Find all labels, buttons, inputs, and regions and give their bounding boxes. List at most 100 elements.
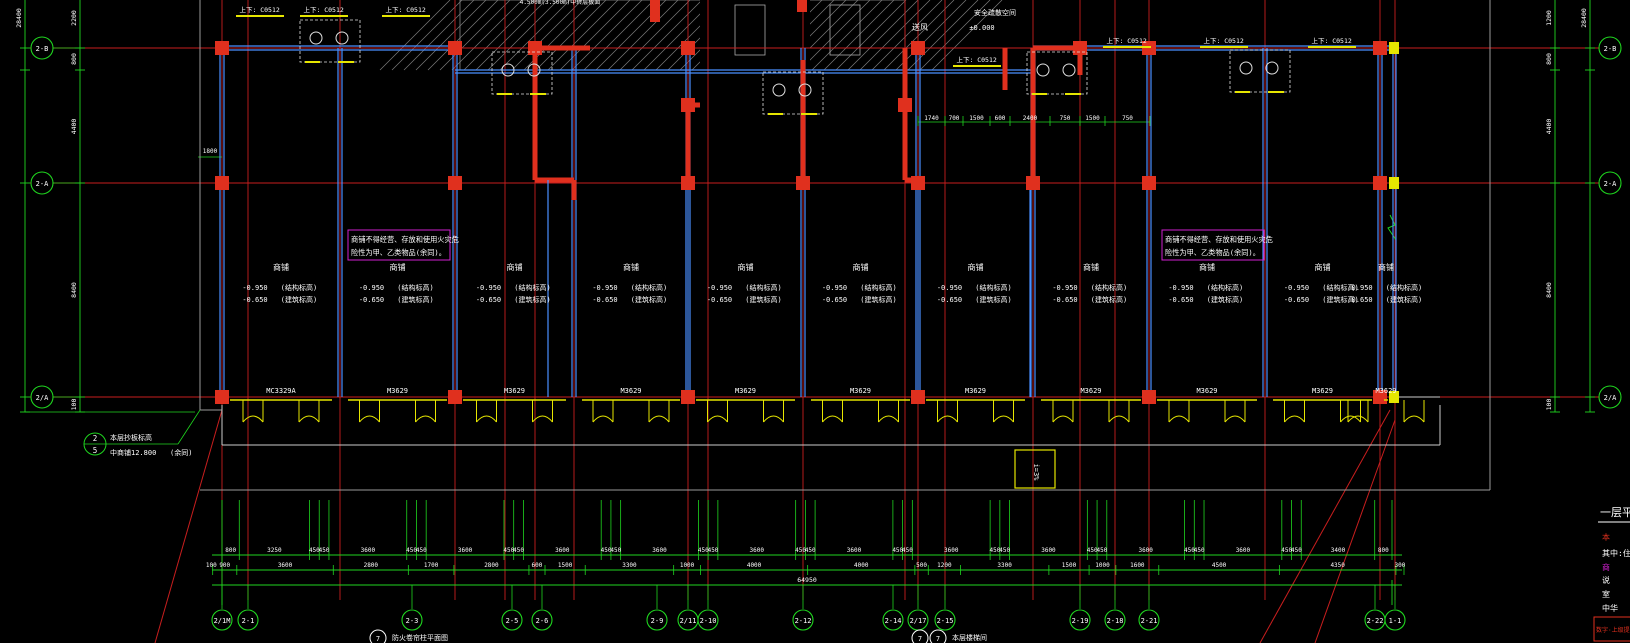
axis-circle <box>531 609 553 631</box>
toilet-block <box>491 51 553 95</box>
axis-label: 2/11 <box>680 617 697 625</box>
top-dim: 750 <box>1122 115 1133 122</box>
diagonal-line <box>154 409 223 643</box>
column <box>215 390 229 404</box>
axis-circle <box>501 609 523 631</box>
hatch-stroke <box>871 0 943 71</box>
updown-id: C0512 <box>406 6 426 14</box>
shop-label: 商铺 <box>623 262 639 272</box>
axis-label: 1-1 <box>1389 617 1402 625</box>
elev-structure-note: (结构标高) <box>281 283 317 292</box>
bottom-dim-2: 1500 <box>1062 562 1077 569</box>
top-dim: 2400 <box>1023 115 1038 122</box>
toilet-icon <box>527 63 541 77</box>
bottom-dim-2: 100 <box>206 562 217 569</box>
axis-label: 2-19 <box>1072 617 1089 625</box>
elev-arch: -0.650 <box>1347 296 1372 304</box>
bottom-dim-2: 1200 <box>937 562 952 569</box>
hatch-stroke <box>511 0 583 71</box>
elev-arch-note: (建筑标高) <box>1322 295 1358 304</box>
elev-arch-note: (建筑标高) <box>745 295 781 304</box>
bottom-dim-2: 1600 <box>1130 562 1145 569</box>
axis-circle <box>30 171 54 195</box>
vertical-dim: 4400 <box>70 119 78 135</box>
bottom-dim-1: 450 <box>601 547 612 554</box>
column <box>1026 176 1040 190</box>
hatch-stroke <box>439 0 511 71</box>
door-swing <box>1284 400 1305 423</box>
axis-circle <box>1598 385 1622 409</box>
door-swing <box>822 400 843 423</box>
hatch-stroke <box>475 0 547 71</box>
elev-arch-note: (建筑标高) <box>397 295 433 304</box>
column <box>1373 41 1387 55</box>
hatch-stroke <box>571 0 643 71</box>
panel-line: 其中:住 <box>1602 548 1630 558</box>
elev-arch: -0.650 <box>359 296 384 304</box>
axis-circle <box>1069 609 1091 631</box>
bottom-dim-2: 3600 <box>278 562 293 569</box>
bottom-dim-1: 3600 <box>847 547 862 554</box>
hatch-stroke <box>847 0 919 71</box>
updown-label: 上下: <box>1312 36 1329 45</box>
bottom-dim-1: 3600 <box>458 547 473 554</box>
panel-line: 本 <box>1602 532 1610 542</box>
bottom-dim-1: 800 <box>1378 547 1389 554</box>
panel-note: 数字·上级提醒 <box>1596 626 1630 634</box>
door-tag: M3629 <box>735 387 756 395</box>
elevation-label: ±0.000 <box>969 24 994 32</box>
bottom-dim-2: 1700 <box>424 562 439 569</box>
axis-bubble: 2-19 <box>1069 609 1091 631</box>
bottom-dim-1: 3600 <box>652 547 667 554</box>
axis-bubble: 2-5 <box>501 609 523 631</box>
axis-label: 2-B <box>1604 45 1617 53</box>
bottom-dim-1: 450 <box>892 547 903 554</box>
elev-structure-note: (结构标高) <box>1386 283 1422 292</box>
updown-label: 上下: <box>1107 36 1124 45</box>
hatch-stroke <box>379 0 451 71</box>
door-swing <box>1224 400 1246 423</box>
fire-note-line: 商铺不得经营、存放和使用火灾危 <box>1165 235 1273 244</box>
vertical-dim: 8400 <box>1545 282 1553 298</box>
toilet-icon <box>1265 61 1279 75</box>
axis-bubble: 2-1 <box>237 609 259 631</box>
door-tag: M3629 <box>620 387 641 395</box>
ramp <box>1014 449 1056 489</box>
vertical-dim: 2200 <box>70 10 78 26</box>
axis-circle <box>1598 36 1622 60</box>
axis-bubble: 2/17 <box>907 609 929 631</box>
column <box>911 176 925 190</box>
column <box>1373 390 1387 404</box>
axis-label: 2-1 <box>242 617 255 625</box>
elev-arch-note: (建筑标高) <box>1386 295 1422 304</box>
bottom-dim-1: 450 <box>1097 547 1108 554</box>
columns <box>215 0 1399 404</box>
toilet-icon <box>309 31 323 45</box>
fire-note-line: 商铺不得经营、存放和使用火灾危 <box>351 235 459 244</box>
elev-arch: -0.650 <box>1284 296 1309 304</box>
elev-structure: -0.950 <box>592 284 617 292</box>
axis-bubble: 2-A <box>30 171 54 195</box>
bottom-dim-2: 4000 <box>854 562 869 569</box>
door-swing <box>1347 400 1369 423</box>
elev-structure-note: (结构标高) <box>631 283 667 292</box>
axis-circle <box>1598 171 1622 195</box>
elev-structure: -0.950 <box>707 284 732 292</box>
vertical-dim: 800 <box>70 53 78 65</box>
fire-notes: 商铺不得经营、存放和使用火灾危险性为甲、乙类物品(余同)。商铺不得经营、存放和使… <box>347 229 1273 261</box>
axis-circle <box>211 609 233 631</box>
fire-note-box <box>1161 229 1265 261</box>
axis-circle <box>882 609 904 631</box>
hatch-stroke <box>811 0 883 71</box>
vertical-total: 28400 <box>15 8 23 28</box>
bottom-dim-1: 450 <box>319 547 330 554</box>
axis-bubble: 2-15 <box>934 609 956 631</box>
toilet-icon <box>798 83 812 97</box>
axis-label: 2-A <box>1604 180 1617 188</box>
bottom-dim-1: 450 <box>309 547 320 554</box>
column <box>681 41 695 55</box>
axis-bubble: 2-9 <box>646 609 668 631</box>
